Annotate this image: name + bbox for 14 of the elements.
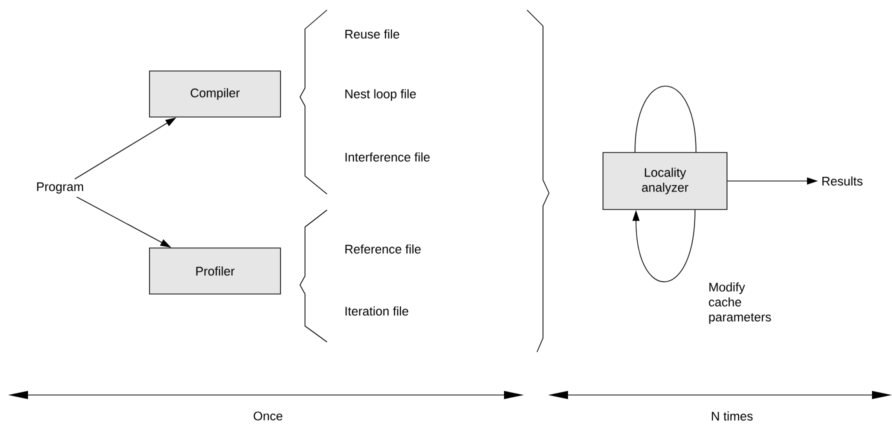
process-box: Locality analyzer [602,152,728,210]
file-label: Interference file [346,152,430,162]
span-label: Once [254,412,282,420]
file-label: Nest loop file [345,89,416,101]
process-box: Compiler [149,70,281,118]
file-label: Reference file [345,244,421,254]
edge-label: Modify cache parameters [708,282,771,324]
process-box: Profiler [149,248,281,294]
file-label: Iteration file [346,306,408,316]
input-label: Program [37,182,84,194]
loop-arrow [632,210,696,282]
span-label: N times [712,411,753,421]
file-label: Reuse file [345,29,400,39]
output-label: Results [822,176,862,186]
